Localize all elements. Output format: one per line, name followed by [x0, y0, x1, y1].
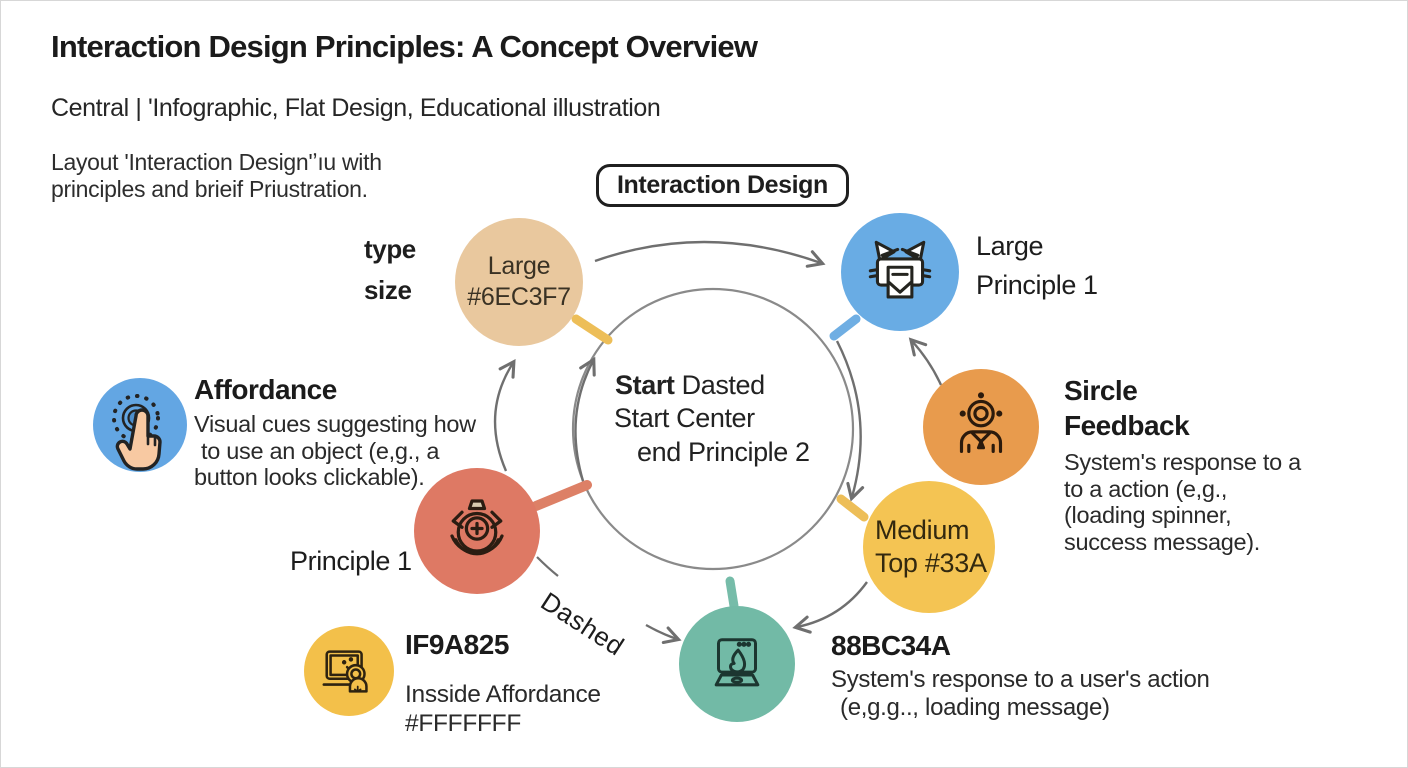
teal-body: System's response to a user's action (e,…: [831, 666, 1210, 722]
ring-text-line1: Start Dasted: [615, 370, 765, 401]
red-circle-label: Principle 1: [290, 546, 412, 576]
arrow-medium-to-teal: [792, 581, 868, 634]
teal-heading: 88BC34A: [831, 630, 951, 661]
orange-body-line1: System's response to a: [1064, 449, 1301, 475]
type-size-label: type size: [364, 229, 416, 311]
tick-yellow-topleft: [571, 314, 613, 345]
blue-circle-label-line2: Principle 1: [976, 270, 1098, 300]
node-tan-circle: Large #6EC3F7: [455, 218, 583, 346]
medium-circle-line1: Medium: [875, 515, 970, 545]
small-yellow-body: Insside Affordance #FFFFFFF: [405, 680, 601, 738]
tan-circle-line1: Large: [487, 252, 551, 280]
type-size-line1: type: [364, 234, 416, 264]
teal-body-line2: (e,g.g.., loading message): [840, 694, 1110, 721]
tick-teal-bottom: [725, 576, 739, 611]
blue-circle-label: Large Principle 1: [976, 227, 1098, 305]
teal-body-line1: System's response to a user's action: [831, 666, 1210, 693]
blue-circle-label-line1: Large: [976, 231, 1044, 261]
node-red-circle: [414, 468, 540, 594]
tick-blue-topright: [829, 314, 861, 341]
node-teal-circle: [679, 606, 795, 722]
arrow-red-to-tan-outer: [493, 358, 516, 472]
orange-body: System's response to a to a action (e,g.…: [1064, 449, 1301, 555]
small-yellow-heading: IF9A825: [405, 629, 509, 660]
affordance-body-line3: button looks clickable).: [194, 464, 425, 490]
node-blue-circle: [841, 213, 959, 331]
person-icon: [959, 392, 1003, 453]
small-yellow-body-line1: Insside Affordance: [405, 681, 601, 708]
orange-heading-line2: Feedback: [1064, 410, 1190, 441]
tick-yellow-right: [836, 494, 869, 522]
page-subtitle: Central | 'Infographic, Flat Design, Edu…: [51, 94, 661, 122]
tap-hand-icon: [112, 394, 162, 471]
ring-text-line1-bold: Start: [615, 370, 675, 400]
arrow-orange-to-blue: [908, 337, 943, 386]
layout-note: Layout 'Interaction Design'ʼıu with prin…: [51, 149, 382, 203]
orange-body-line2: to a action (e,g.,: [1064, 475, 1228, 502]
cat-printer-icon: [868, 240, 932, 299]
orange-heading-line1: Sircle: [1064, 375, 1138, 406]
ring-text-line3: end Principle 2: [637, 437, 810, 467]
node-orange-circle: [923, 369, 1039, 485]
affordance-body-line2: to use an object (e,g., a: [201, 437, 440, 464]
arrow-tan-to-blue: [594, 240, 826, 268]
ring-text-line2: Start Center: [614, 403, 755, 433]
central-topic-box: Interaction Design: [596, 164, 849, 207]
laptop-flame-icon: [714, 638, 760, 687]
laptop-bulb-icon: [322, 650, 368, 693]
stopwatch-icon: [450, 499, 504, 556]
layout-note-line2: principles and brieif Priustration.: [51, 176, 368, 202]
arrow-right-inner-down: [835, 340, 865, 502]
affordance-body-line1: Visual cues suggesting how: [194, 411, 476, 437]
node-small-yellow-circle: [304, 626, 394, 716]
orange-body-line3: (loading spinner,: [1064, 502, 1232, 528]
orange-body-line4: success message).: [1064, 528, 1261, 555]
arrow-left-inner-up: [574, 356, 596, 482]
page-title: Interaction Design Principles: A Concept…: [51, 29, 758, 64]
affordance-node-graphic: [93, 378, 187, 472]
small-yellow-body-line2: #FFFFFFF: [405, 710, 521, 737]
affordance-heading: Affordance: [194, 374, 337, 405]
affordance-body: Visual cues suggesting how to use an obj…: [194, 411, 476, 491]
node-medium-circle: Medium Top #33A: [863, 481, 995, 613]
medium-circle-line2: Top #33A: [875, 548, 987, 578]
arrow-dashed-to-teal: [645, 623, 682, 645]
tick-salmon-left: [531, 480, 592, 511]
type-size-line2: size: [364, 275, 412, 305]
layout-note-line1: Layout 'Interaction Design'ʼıu with: [51, 149, 382, 175]
ring-text-line1-rest: Dasted: [674, 370, 766, 400]
dashed-connector-segment: [536, 556, 559, 577]
central-ring: [571, 287, 855, 571]
tan-circle-line2: #6EC3F7: [467, 283, 571, 311]
